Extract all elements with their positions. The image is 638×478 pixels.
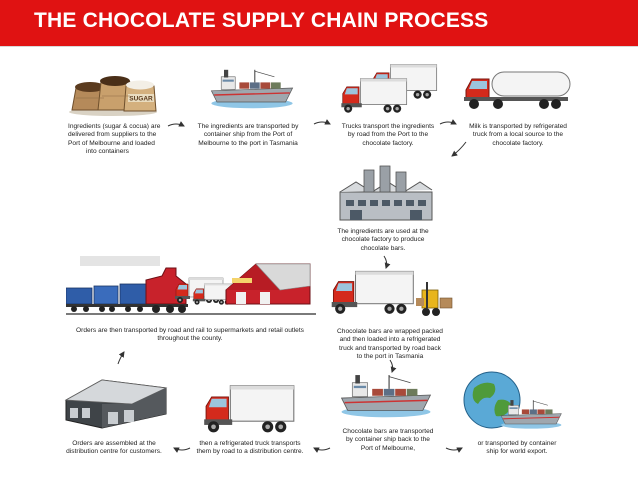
caption-line: truck from a local source to the	[472, 131, 564, 139]
caption-line: Port of Melbourne,	[360, 444, 416, 452]
globe-ship-icon	[463, 371, 562, 430]
caption-line: Orders are assembled at the	[72, 440, 156, 447]
step-7-caption: Orders are then transported by road and …	[70, 327, 310, 344]
sacks-icon: SUGAR	[69, 76, 157, 116]
caption-line: delivered from suppliers to the	[68, 131, 157, 139]
caption-line: chocolate factory to produce	[341, 236, 425, 244]
arrow-4-5	[451, 141, 467, 157]
caption-line: container ship from the Port of	[203, 131, 293, 139]
arrow-8-10	[313, 447, 331, 453]
caption-line: The ingredients are used at the	[337, 228, 429, 235]
arrow-1-2	[167, 121, 185, 127]
caption-line: them by road to a distribution centre.	[196, 448, 304, 456]
divider	[0, 46, 638, 47]
caption-line: The ingredients are transported by	[197, 123, 299, 130]
caption-line: Orders are then transported by road and …	[76, 327, 304, 334]
caption-line: by container ship back to the	[346, 436, 430, 444]
caption-line: chocolate factory.	[362, 139, 414, 147]
warehouse-icon	[64, 379, 168, 429]
caption-line: into containers	[86, 148, 129, 156]
caption-line: truck and transported by road back	[339, 344, 441, 352]
arrow-2-3	[313, 119, 331, 125]
arrow-8-9	[445, 447, 463, 453]
refrigerated-truck-forklift-icon	[331, 270, 453, 316]
caption-line: distribution centre for customers.	[66, 448, 162, 456]
caption-line: by road from the Port to the	[347, 131, 429, 139]
caption-line: ship for world export.	[486, 448, 548, 456]
arrow-5-6	[383, 255, 391, 269]
caption-line: Port of Melbourne and loaded	[68, 139, 155, 147]
caption-line: or transported by container	[477, 440, 557, 447]
caption-line: throughout the county.	[157, 335, 223, 343]
caption-line: and then loaded into a refrigerated	[339, 336, 441, 344]
caption-line: chocolate factory.	[492, 139, 544, 147]
milk-tanker-icon	[464, 71, 571, 109]
caption-line: Milk is transported by refrigerated	[469, 123, 567, 130]
caption-line: chocolate bars.	[360, 244, 406, 252]
caption-line: Ingredients (sugar & cocua) are	[68, 123, 161, 130]
arrow-6-8	[389, 359, 397, 373]
caption-line: to the port in Tasmania	[356, 353, 424, 361]
sack-label: SUGAR	[129, 96, 153, 103]
caption-line: Trucks transport the ingredients	[341, 123, 435, 130]
page-title: THE CHOCOLATE SUPPLY CHAIN PROCESS	[34, 9, 489, 32]
caption-line: Melbourne to the port in Tasmania	[198, 139, 298, 147]
caption-line: then a refrigerated truck transports	[199, 440, 301, 447]
arrow-10-11	[173, 447, 191, 453]
arrow-11-7	[117, 351, 125, 365]
title-banner: THE CHOCOLATE SUPPLY CHAIN PROCESS	[0, 0, 638, 46]
caption-line: Chocolate bars are wrapped packed	[337, 328, 443, 335]
factory-icon	[339, 165, 433, 221]
train-trucks-supermarket-icon	[66, 256, 316, 315]
caption-line: Chocolate bars are transported	[342, 428, 434, 435]
arrow-3-4	[439, 119, 457, 125]
